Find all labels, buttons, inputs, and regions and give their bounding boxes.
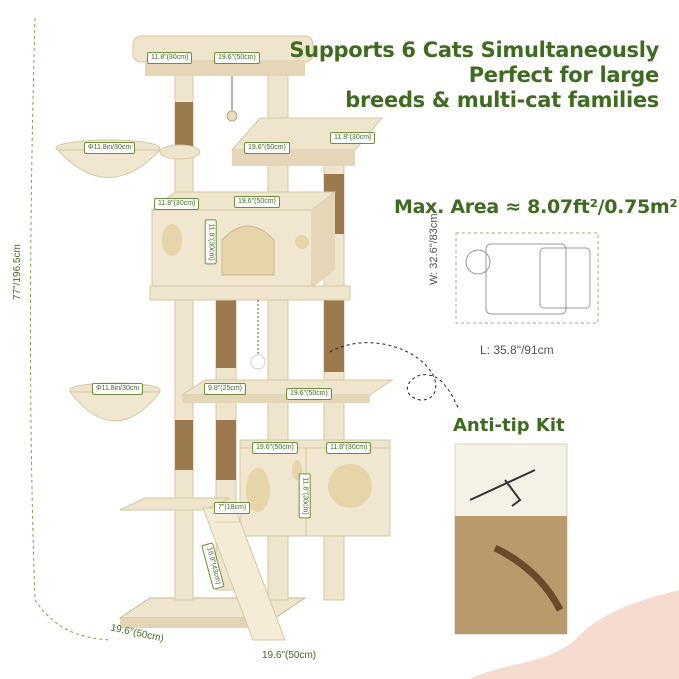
dim-lower-condo-width: 19.6"(50cm) [252, 442, 298, 454]
height-guide [29, 17, 111, 641]
area-box [455, 232, 599, 324]
headline-line-3: breeds & multi-cat families [345, 88, 659, 112]
dim-top-perch-depth: 11.8"(30cm) [147, 52, 193, 64]
condo-door [221, 225, 275, 276]
low-step [119, 497, 231, 511]
area-label: Max. Area ≈ 8.07ft²/0.75m² [394, 196, 678, 218]
sisal-left-top [175, 102, 193, 148]
dim-condo-width: 19.6"(50cm) [234, 196, 280, 208]
dim-basket-mid: Φ11.8in/30cm [92, 383, 144, 395]
dim-mid-shelf-large: 19.6"(50cm) [286, 388, 332, 400]
headline-line-1: Supports 6 Cats Simultaneously [289, 38, 659, 62]
basket-top-joint [159, 144, 201, 160]
condo-window-right [295, 235, 309, 249]
condo-window-left [162, 224, 182, 256]
lower-condo-top [239, 439, 391, 449]
dim-ramp-width: 7"(18cm) [214, 502, 251, 514]
area-length-label: L: 35.8"/91cm [480, 343, 554, 357]
sisal-right-mid [324, 292, 344, 372]
anti-tip-label: Anti-tip Kit [453, 415, 565, 436]
area-outline-a [485, 243, 567, 315]
anti-tip-bracket [469, 469, 536, 507]
dim-upper-perch-depth: 19.6"(50cm) [244, 142, 290, 154]
toy-mouse [250, 354, 266, 370]
area-outline-b [539, 247, 591, 309]
mid-shelf-edge [182, 395, 370, 403]
decor-blob [470, 590, 679, 679]
lower-condo-left-hole [246, 468, 270, 512]
dim-basket-top: Φ11.8in/30cm [84, 142, 136, 154]
dim-mid-shelf-small: 9.8"(25cm) [204, 383, 246, 395]
top-perch-base [145, 60, 305, 76]
dim-condo-height: 11.8"(30cm) [204, 219, 217, 265]
sisal-inner [216, 298, 236, 368]
lower-condo-right-hole [328, 464, 372, 508]
area-outline-c [465, 249, 491, 275]
basket-top-bowl [56, 149, 162, 178]
dim-lower-condo-depth: 11.8"(30cm) [326, 442, 372, 454]
base-edge [120, 618, 275, 628]
anti-tip-strap [493, 544, 564, 612]
dim-condo-depth: 11.8"(30cm) [154, 198, 200, 210]
anti-tip-post [455, 516, 567, 634]
sisal-inner-low [216, 420, 236, 480]
headline-line-2: Perfect for large [468, 63, 660, 87]
basket-mid-bowl [68, 391, 162, 422]
upper-perch-edge [232, 150, 355, 166]
dim-lower-condo-height: 11.8"(30cm) [298, 473, 311, 519]
sisal-left-bottom [175, 420, 193, 470]
dim-upper-perch-width: 11.8"(30cm) [330, 132, 376, 144]
condo-side [312, 192, 335, 288]
area-width-label: W: 32.6"/83cm [428, 213, 440, 285]
dim-base-right: 19.6"(50cm) [262, 650, 317, 661]
condo-shelf [149, 285, 351, 301]
dim-total-height: 77"/196.5cm [12, 244, 23, 300]
dim-top-perch-width: 19.6"(50cm) [214, 52, 260, 64]
toy-ball [226, 110, 238, 122]
base-platform [118, 597, 307, 619]
